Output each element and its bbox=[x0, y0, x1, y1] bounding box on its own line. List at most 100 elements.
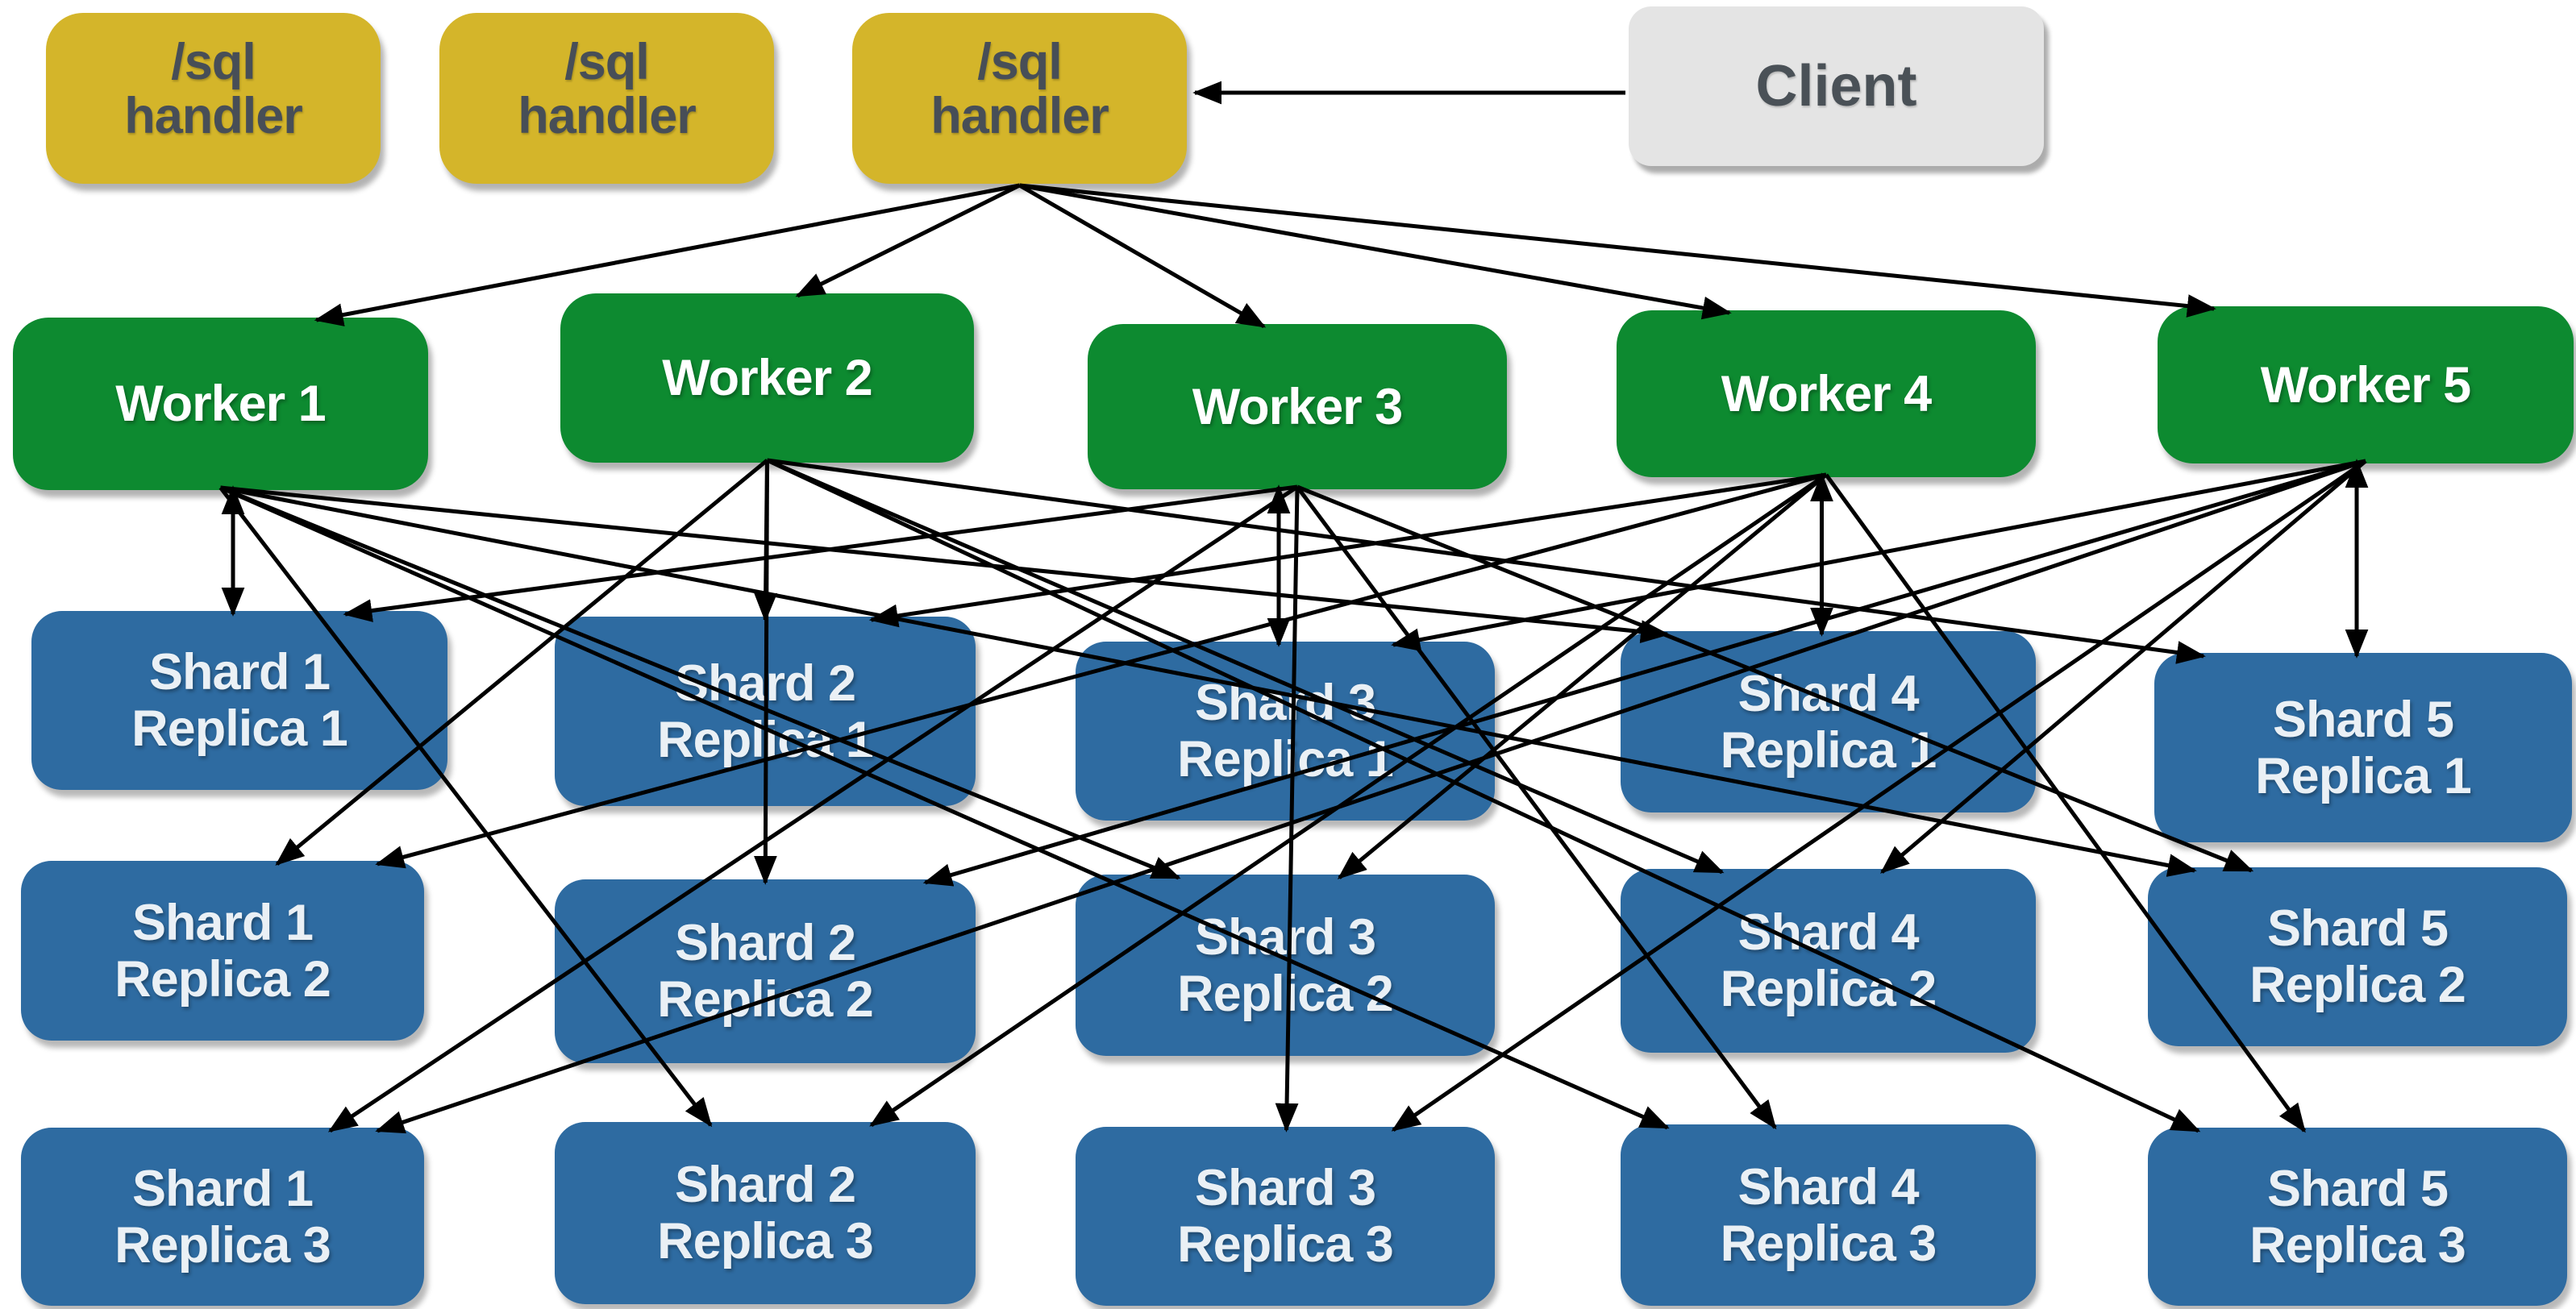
shard-1-replica-2-label-line1: Shard 1 bbox=[131, 894, 314, 951]
shard-1-replica-2-label-line2: Replica 2 bbox=[114, 950, 331, 1008]
shard-2-replica-3-label-line1: Shard 2 bbox=[674, 1157, 856, 1213]
shard-4-replica-1-label-line1: Shard 4 bbox=[1737, 665, 1919, 722]
shard-3-replica-1-label-line1: Shard 3 bbox=[1194, 675, 1376, 731]
shard-4-replica-3-label-line2: Replica 3 bbox=[1720, 1215, 1937, 1272]
worker-3-label: Worker 3 bbox=[1192, 378, 1403, 435]
arrow-worker-1-to-shard-4-replica-1 bbox=[220, 485, 1670, 643]
shard-1-replica-1-label-line2: Replica 1 bbox=[131, 700, 348, 757]
shard-2-replica-2-label-line2: Replica 2 bbox=[657, 971, 874, 1028]
worker-4-box: Worker 4 bbox=[1617, 310, 2036, 477]
worker-1-box: Worker 1 bbox=[13, 318, 428, 490]
handler-3-label-line2: handler bbox=[930, 88, 1109, 144]
client-box: Client bbox=[1629, 6, 2044, 166]
arrow-worker-5-to-shard-3-replica-1 bbox=[1391, 459, 2366, 651]
worker-3-label-line1: Worker 3 bbox=[1192, 378, 1403, 435]
arrow-worker-4-to-shard-2-replica-1 bbox=[868, 472, 1827, 628]
handler-1-label-line1: /sql bbox=[171, 34, 256, 90]
shard-5-replica-3-label-line1: Shard 5 bbox=[2266, 1160, 2449, 1217]
handler-2-label-line1: /sql bbox=[564, 34, 650, 90]
shard-3-replica-3-label-line1: Shard 3 bbox=[1194, 1160, 1376, 1216]
shard-2-replica-1-label-line2: Replica 1 bbox=[657, 711, 874, 768]
client-label: Client bbox=[1755, 56, 1916, 116]
shard-1-replica-3-label-line2: Replica 3 bbox=[114, 1216, 331, 1274]
shard-5-replica-2-label-line1: Shard 5 bbox=[2266, 900, 2449, 957]
worker-1-label: Worker 1 bbox=[115, 376, 326, 432]
shard-5-replica-3-label-line2: Replica 3 bbox=[2249, 1216, 2466, 1274]
shard-4-replica-2-label-line1: Shard 4 bbox=[1737, 904, 1919, 961]
arrow-handler-3-to-worker-4 bbox=[1019, 183, 1732, 320]
worker-4-label-line1: Worker 4 bbox=[1721, 365, 1932, 422]
shard-2-replica-2-label-line1: Shard 2 bbox=[674, 915, 856, 971]
handler-3-label-line1: /sql bbox=[977, 34, 1063, 90]
shard-1-replica-1-label-line1: Shard 1 bbox=[148, 644, 331, 700]
handler-1-label-line2: handler bbox=[124, 88, 303, 144]
worker-3-box: Worker 3 bbox=[1088, 324, 1507, 489]
shard-3-replica-3-label-line2: Replica 3 bbox=[1177, 1216, 1394, 1273]
shard-5-replica-1-label-line2: Replica 1 bbox=[2255, 747, 2472, 804]
worker-2-label-line1: Worker 2 bbox=[662, 350, 872, 406]
arrow-handler-3-to-worker-5 bbox=[1019, 183, 2216, 318]
shard-3-replica-2-label-line2: Replica 2 bbox=[1177, 965, 1394, 1022]
shard-5-replica-2-label-line2: Replica 2 bbox=[2249, 957, 2466, 1013]
shard-1-replica-3-label-line1: Shard 1 bbox=[131, 1160, 314, 1217]
shard-4-replica-3-label-line1: Shard 4 bbox=[1737, 1158, 1919, 1216]
arrow-worker-2-to-shard-5-replica-1 bbox=[767, 458, 2206, 664]
shard-2-replica-1-label-line1: Shard 2 bbox=[674, 654, 856, 712]
shard-3-replica-2-label-line1: Shard 3 bbox=[1194, 908, 1376, 966]
worker-5-box: Worker 5 bbox=[2158, 306, 2574, 463]
shard-5-replica-1-label-line1: Shard 5 bbox=[2272, 691, 2454, 748]
arrow-handler-3-to-worker-2 bbox=[795, 183, 1021, 298]
shard-3-replica-1-label-line2: Replica 1 bbox=[1177, 731, 1394, 787]
worker-2-box: Worker 2 bbox=[560, 293, 974, 463]
handler-2-label-line2: handler bbox=[518, 88, 697, 144]
worker-2-label: Worker 2 bbox=[662, 351, 872, 405]
shard-2-replica-3-label-line2: Replica 3 bbox=[657, 1213, 874, 1270]
worker-1-label-line1: Worker 1 bbox=[115, 376, 326, 432]
worker-4-label: Worker 4 bbox=[1721, 365, 1932, 422]
worker-5-label: Worker 5 bbox=[2260, 356, 2471, 413]
worker-5-label-line1: Worker 5 bbox=[2260, 356, 2471, 413]
shard-4-replica-2-label-line2: Replica 2 bbox=[1720, 961, 1937, 1017]
arrow-worker-2-to-shard-2-replica-1 bbox=[754, 459, 778, 622]
client-label-line1: Client bbox=[1755, 54, 1917, 118]
arrow-handler-3-to-worker-3 bbox=[1018, 183, 1267, 329]
shard-4-replica-1-label-line2: Replica 1 bbox=[1720, 721, 1937, 779]
